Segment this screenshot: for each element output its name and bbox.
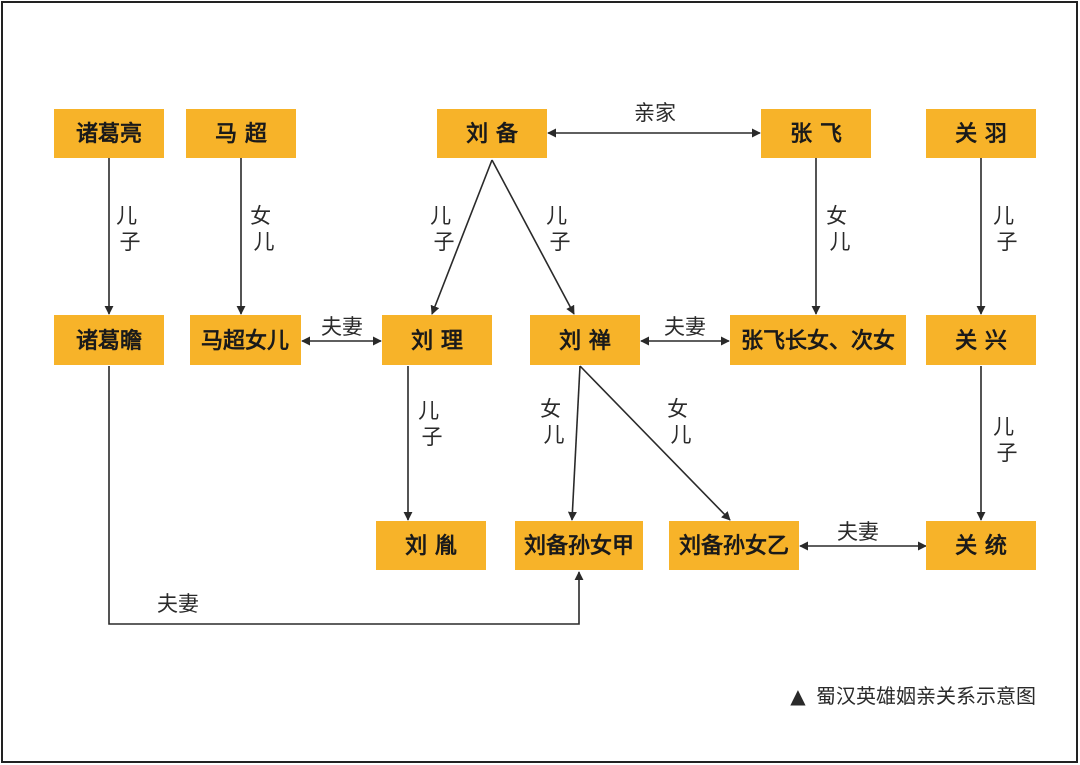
node-zhangfeinv: 张飞长女、次女	[730, 315, 906, 365]
node-machaonver: 马超女儿	[190, 315, 301, 365]
svg-text:马 超: 马 超	[215, 122, 268, 147]
edge-liushan-sunnvyi	[579, 365, 731, 521]
svg-text:诸葛瞻: 诸葛瞻	[76, 328, 142, 354]
svg-text:刘 理: 刘 理	[411, 328, 463, 354]
label-qinjia: 亲家	[634, 101, 676, 125]
label-erzi-2: 儿 子	[430, 204, 458, 254]
node-zhangfei: 张 飞	[761, 109, 871, 158]
svg-text:关 羽: 关 羽	[955, 122, 1007, 147]
node-sunnvjia: 刘备孙女甲	[515, 521, 643, 570]
label-fuqi-2: 夫妻	[664, 315, 706, 339]
node-zhugezhan: 诸葛瞻	[54, 315, 164, 365]
label-nver-4: 女 儿	[667, 397, 695, 447]
label-erzi-6: 儿 子	[993, 415, 1021, 465]
node-liubei: 刘 备	[437, 109, 547, 158]
diagram-caption: ▲ 蜀汉英雄姻亲关系示意图	[790, 684, 1036, 708]
node-guantong: 关 统	[926, 521, 1036, 570]
label-fuqi-1: 夫妻	[321, 315, 363, 339]
node-liuli: 刘 理	[382, 315, 492, 365]
svg-text:刘备孙女甲: 刘备孙女甲	[524, 533, 634, 559]
svg-text:张 飞: 张 飞	[790, 122, 842, 147]
label-erzi-5: 儿 子	[418, 399, 446, 449]
svg-text:刘备孙女乙: 刘备孙女乙	[679, 533, 789, 559]
node-machao: 马 超	[186, 109, 296, 158]
edge-liubei-liuli	[430, 159, 493, 315]
node-liuji: 刘 胤	[376, 521, 486, 570]
label-erzi-1: 儿 子	[116, 204, 144, 254]
svg-text:张飞长女、次女: 张飞长女、次女	[741, 328, 895, 354]
label-nver-3: 女 儿	[540, 397, 568, 447]
node-liushan: 刘 禅	[530, 315, 640, 365]
svg-text:马超女儿: 马超女儿	[201, 328, 289, 354]
label-fuqi-4: 夫妻	[157, 592, 199, 616]
svg-text:刘 胤: 刘 胤	[405, 533, 457, 559]
svg-text:诸葛亮: 诸葛亮	[76, 121, 142, 147]
caption-text: 蜀汉英雄姻亲关系示意图	[816, 684, 1036, 708]
svg-text:关 统: 关 统	[955, 533, 1007, 559]
svg-text:刘 备: 刘 备	[466, 121, 519, 147]
triangle-icon: ▲	[790, 684, 806, 708]
svg-text:关 兴: 关 兴	[955, 329, 1007, 354]
label-nver-2: 女 儿	[826, 204, 854, 254]
node-guanyu: 关 羽	[926, 109, 1036, 158]
label-erzi-3: 儿 子	[546, 204, 574, 254]
label-erzi-4: 儿 子	[993, 204, 1021, 254]
label-fuqi-3: 夫妻	[837, 520, 879, 544]
edge-liubei-liushan	[491, 159, 575, 315]
node-guanxing: 关 兴	[926, 315, 1036, 365]
edge-liushan-sunnvjia	[567, 365, 581, 521]
edge-zhugezhan-sunnvjia	[108, 366, 584, 625]
label-nver-1: 女 儿	[250, 204, 278, 254]
node-zhugeliang: 诸葛亮	[54, 109, 164, 158]
node-sunnvyi: 刘备孙女乙	[669, 521, 799, 570]
svg-text:刘 禅: 刘 禅	[559, 328, 611, 354]
